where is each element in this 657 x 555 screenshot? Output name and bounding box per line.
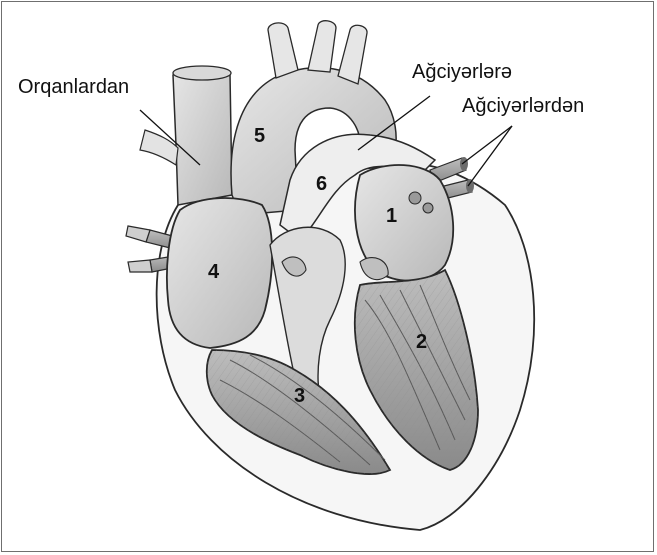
label-from-lungs: Ağciyərlərdən xyxy=(462,95,584,117)
right-atrium xyxy=(167,198,272,348)
arch-branch-3 xyxy=(338,25,367,84)
left-vessel-fork xyxy=(126,226,152,272)
pulmonary-vein-upper-opening xyxy=(460,157,468,171)
number-5: 5 xyxy=(254,125,265,147)
label-to-lungs: Ağciyərlərə xyxy=(412,61,512,83)
pulmonary-vein-lower-opening xyxy=(466,179,474,193)
number-6: 6 xyxy=(316,173,327,195)
atrium-opening-a xyxy=(409,192,421,204)
label-from-organs: Orqanlardan xyxy=(18,76,129,98)
vein-branch xyxy=(140,130,178,165)
number-2: 2 xyxy=(416,331,427,353)
number-4: 4 xyxy=(208,261,220,283)
number-3: 3 xyxy=(294,385,305,407)
vena-cava-opening xyxy=(173,66,231,80)
atrium-opening-b xyxy=(423,203,433,213)
leader-from-lungs-a xyxy=(462,126,512,164)
vena-cava xyxy=(173,69,232,205)
arch-branch-2 xyxy=(308,21,336,72)
number-1: 1 xyxy=(386,205,397,227)
leader-from-lungs-b xyxy=(468,126,512,186)
arch-branch-1 xyxy=(268,23,298,78)
